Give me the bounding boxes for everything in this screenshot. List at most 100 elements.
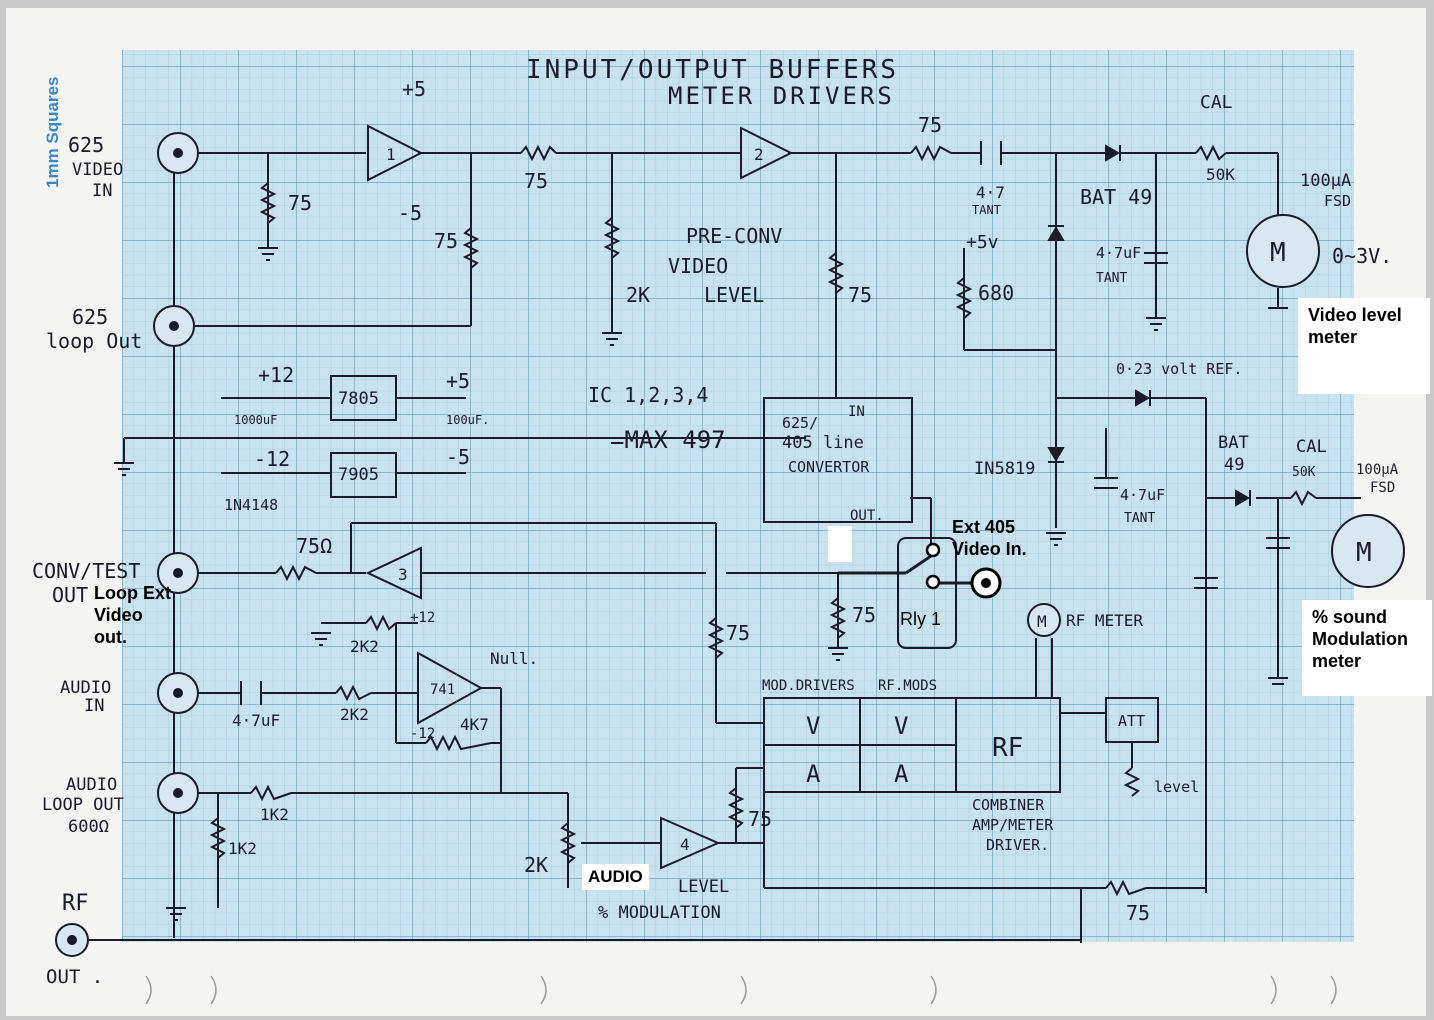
- label-plus5-b: +5: [446, 369, 470, 393]
- pre-conv-2: VIDEO: [668, 254, 728, 278]
- title-line1: INPUT/OUTPUT BUFFERS: [526, 55, 899, 85]
- converter-in: IN: [848, 404, 865, 420]
- callout-loop-ext-line1: Loop Ext: [94, 583, 171, 603]
- label-r75-i: 75: [748, 807, 772, 831]
- label-cap-1000: 1000uF: [234, 413, 277, 427]
- loop-out-label-1: 625: [72, 305, 108, 329]
- callout-video-level-meter-line2: meter: [1308, 327, 1358, 347]
- video-in-label-1: 625: [68, 133, 104, 157]
- ic-max: =MAX 497: [610, 426, 726, 454]
- label-r75-c: 75: [524, 169, 548, 193]
- amp3-number: 3: [398, 565, 408, 584]
- callout-video-level-meter-line1: Video level: [1308, 305, 1402, 325]
- combiner-1: COMBINER: [972, 796, 1045, 814]
- label-cap-47: 4·7: [976, 183, 1005, 202]
- pre-conv-3: LEVEL: [704, 283, 764, 307]
- conv-test-label-1: CONV/TEST: [32, 559, 140, 583]
- label-100ua-a: 100μA: [1300, 171, 1351, 191]
- bnc-connectors: [55, 132, 199, 957]
- label-cal-b: CAL: [1296, 437, 1327, 457]
- white-patch: [828, 526, 852, 562]
- title-line2: METER DRIVERS: [668, 82, 895, 110]
- label-mod-drivers: MOD.DRIVERS: [762, 678, 855, 694]
- audio-level-2: % MODULATION: [598, 903, 721, 923]
- label-rf-meter: RF METER: [1066, 611, 1143, 630]
- label-r75-d: 75: [918, 113, 942, 137]
- converter-3: CONVERTOR: [788, 458, 870, 476]
- label-minus5-a: -5: [398, 201, 422, 225]
- label-r75-a: 75: [288, 191, 312, 215]
- loop-out-label-2: loop Out: [46, 329, 142, 353]
- label-r75-e: 75: [848, 283, 872, 307]
- amp4-number: 4: [680, 835, 690, 854]
- sheet-note: 1mm Squares: [43, 77, 62, 189]
- amp2-number: 2: [754, 145, 764, 164]
- label-ref: 0·23 volt REF.: [1116, 360, 1242, 378]
- label-plus5v: +5v: [966, 232, 999, 253]
- video-in-label-2: VIDEO: [72, 160, 123, 180]
- converter-out: OUT.: [850, 508, 884, 524]
- box-v-2: V: [894, 712, 908, 740]
- label-r680: 680: [978, 281, 1014, 305]
- label-50k-a: 50K: [1206, 165, 1235, 184]
- label-cap-100: 100uF.: [446, 413, 489, 427]
- label-1n4148: 1N4148: [224, 496, 278, 514]
- label-cap-47-c: 4·7uF: [1120, 486, 1165, 504]
- label-r2k-a: 2K: [626, 283, 650, 307]
- label-bat49-a: BAT 49: [1080, 185, 1152, 209]
- resistors: [209, 144, 1317, 897]
- label-fsd-a: FSD: [1324, 192, 1351, 210]
- label-r1k2-b: 1K2: [228, 839, 257, 858]
- label-cal-a: CAL: [1200, 92, 1233, 113]
- callout-sound-meter: % sound Modulation meter: [1302, 600, 1432, 696]
- audio-in-label-2: IN: [84, 696, 104, 716]
- callout-sound-meter-line1: % sound: [1312, 607, 1387, 627]
- relay-contact-nc: [925, 542, 941, 558]
- callout-sound-meter-line2: Modulation: [1312, 629, 1408, 649]
- label-minus12-op: -12: [410, 726, 435, 742]
- binder-marks: [145, 975, 1337, 1005]
- callout-relay: Rly 1: [900, 609, 942, 629]
- label-cap-47p: 4·7uF: [1096, 244, 1141, 262]
- box-a-1: A: [806, 760, 821, 788]
- ic-note: IC 1,2,3,4: [588, 383, 708, 407]
- label-fsd-b: FSD: [1370, 480, 1395, 496]
- schematic-diagram: 1mm Squares INPUT/OUTPUT BUFFERS METER D…: [32, 50, 1405, 1005]
- converter-1: 625/: [782, 414, 818, 432]
- audio-loop-label-1: AUDIO: [66, 775, 117, 795]
- label-bat: BAT: [1218, 433, 1249, 453]
- combiner-3: DRIVER.: [986, 836, 1049, 854]
- wiring: [86, 152, 1361, 943]
- callout-loop-ext-line2: Video: [94, 605, 143, 625]
- label-r75-b: 75: [434, 229, 458, 253]
- label-att: ATT: [1118, 712, 1145, 730]
- label-plus12-op: +12: [410, 610, 435, 626]
- meters: [1027, 214, 1405, 637]
- label-r75-h: 75: [852, 603, 876, 627]
- label-r4k7: 4K7: [460, 715, 489, 734]
- label-level: level: [1154, 778, 1199, 796]
- label-minus12: -12: [254, 447, 290, 471]
- op-amps: [365, 124, 794, 870]
- callout-ext-405-line2: Video In.: [952, 539, 1027, 559]
- callout-ext-405-line1: Ext 405: [952, 517, 1016, 537]
- label-r2k2-b: 2K2: [340, 705, 369, 724]
- audio-loop-label-3: 600Ω: [68, 817, 109, 837]
- label-null: Null.: [490, 649, 538, 668]
- callout-loop-ext: Loop Ext Video out.: [94, 582, 171, 648]
- label-op741: 741: [430, 682, 455, 698]
- meter-video-m: M: [1270, 238, 1286, 268]
- label-r2k-b: 2K: [524, 853, 548, 877]
- callout-sound-meter-line3: meter: [1312, 651, 1362, 671]
- label-50k-b: 50K: [1292, 465, 1316, 480]
- meter-sound-m: M: [1356, 538, 1372, 568]
- label-49: 49: [1224, 455, 1244, 475]
- box-rf: RF: [992, 733, 1023, 763]
- label-r2k2-a: 2K2: [350, 637, 379, 656]
- label-tant-b: TANT: [1096, 271, 1127, 286]
- audio-level-1: LEVEL: [678, 877, 729, 897]
- label-r75-f: 75Ω: [296, 534, 332, 558]
- relay-contact-no: [925, 574, 941, 590]
- box-a-2: A: [894, 760, 909, 788]
- label-r1k2-a: 1K2: [260, 805, 289, 824]
